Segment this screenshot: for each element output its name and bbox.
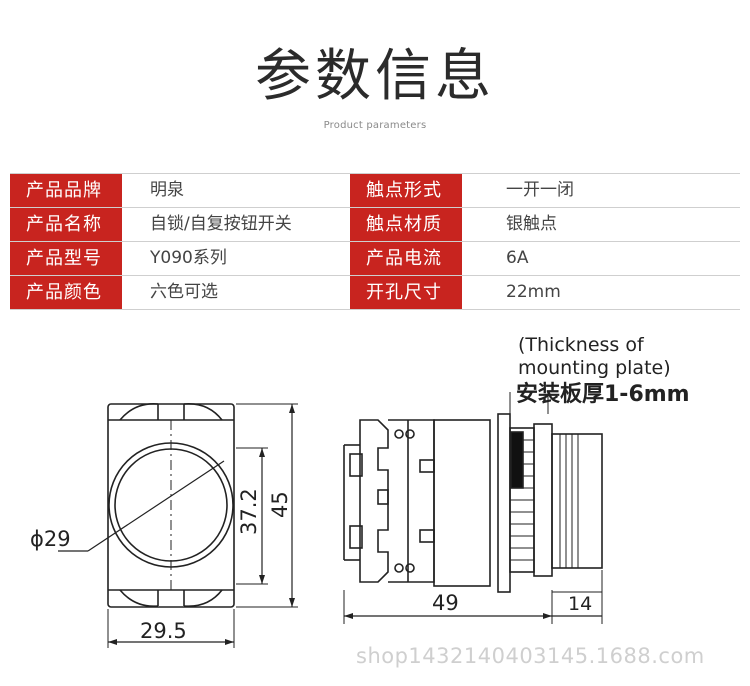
spec-value: 明泉 [122, 174, 350, 207]
dim-head: 14 [568, 593, 592, 615]
spec-value: 六色可选 [122, 276, 350, 309]
dim-height: 45 [268, 491, 292, 518]
dim-diameter: ϕ29 [30, 527, 71, 551]
spec-row: 产品颜色 六色可选 开孔尺寸 22mm [10, 276, 740, 310]
spec-row: 产品品牌 明泉 触点形式 一开一闭 [10, 173, 740, 208]
page-subtitle: Product parameters [323, 120, 427, 131]
spec-value: 银触点 [462, 208, 740, 241]
spec-value: 自锁/自复按钮开关 [122, 208, 350, 241]
spec-label: 产品名称 [10, 208, 122, 241]
technical-drawing: (Thickness of mounting plate) 安装板厚1-6mm … [30, 334, 690, 648]
spec-label: 产品颜色 [10, 276, 122, 309]
watermark: shop1432140403145.1688.com [356, 644, 705, 668]
spec-label: 触点形式 [350, 174, 462, 207]
side-view [343, 392, 603, 624]
note-line-1: (Thickness of [518, 334, 645, 356]
spec-row: 产品名称 自锁/自复按钮开关 触点材质 银触点 [10, 208, 740, 242]
note-line-3: 安装板厚1-6mm [516, 381, 690, 407]
spec-value: 22mm [462, 276, 740, 309]
spec-label: 开孔尺寸 [350, 276, 462, 309]
dim-length: 49 [432, 591, 459, 615]
spec-row: 产品型号 Y090系列 产品电流 6A [10, 242, 740, 276]
spec-label: 触点材质 [350, 208, 462, 241]
spec-value: 6A [462, 242, 740, 275]
spec-value: 一开一闭 [462, 174, 740, 207]
front-view [58, 403, 298, 648]
spec-label: 产品电流 [350, 242, 462, 275]
spec-table: 产品品牌 明泉 触点形式 一开一闭 产品名称 自锁/自复按钮开关 触点材质 银触… [10, 173, 740, 310]
spec-label: 产品型号 [10, 242, 122, 275]
dim-width: 29.5 [140, 619, 187, 643]
dim-inner-height: 37.2 [237, 488, 261, 535]
spec-value: Y090系列 [122, 242, 350, 275]
note-line-2: mounting plate) [518, 357, 671, 379]
page-title: 参数信息 [255, 44, 495, 109]
spec-label: 产品品牌 [10, 174, 122, 207]
